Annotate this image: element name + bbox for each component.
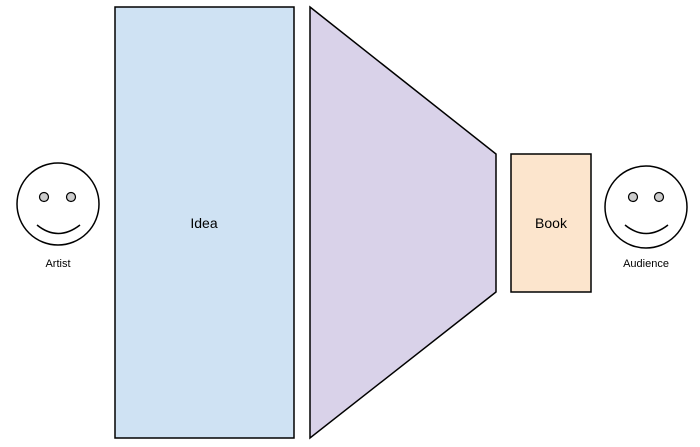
audience-label: Audience xyxy=(623,258,669,270)
audience-face-outline xyxy=(604,165,688,249)
artist-smile xyxy=(36,224,81,235)
idea-label: Idea xyxy=(190,215,217,231)
audience-right-eye xyxy=(653,191,665,203)
artist-face-icon xyxy=(16,162,100,246)
artist-left-eye xyxy=(38,191,50,203)
audience-face-icon xyxy=(604,165,688,249)
artist-label: Artist xyxy=(45,258,70,270)
funnel-shape xyxy=(309,5,497,440)
book-box xyxy=(510,153,592,293)
artist-right-eye xyxy=(65,191,77,203)
artist-face-outline xyxy=(16,162,100,246)
book-label: Book xyxy=(535,215,568,231)
idea-box xyxy=(114,6,295,439)
audience-smile xyxy=(624,224,669,235)
audience-left-eye xyxy=(627,191,639,203)
